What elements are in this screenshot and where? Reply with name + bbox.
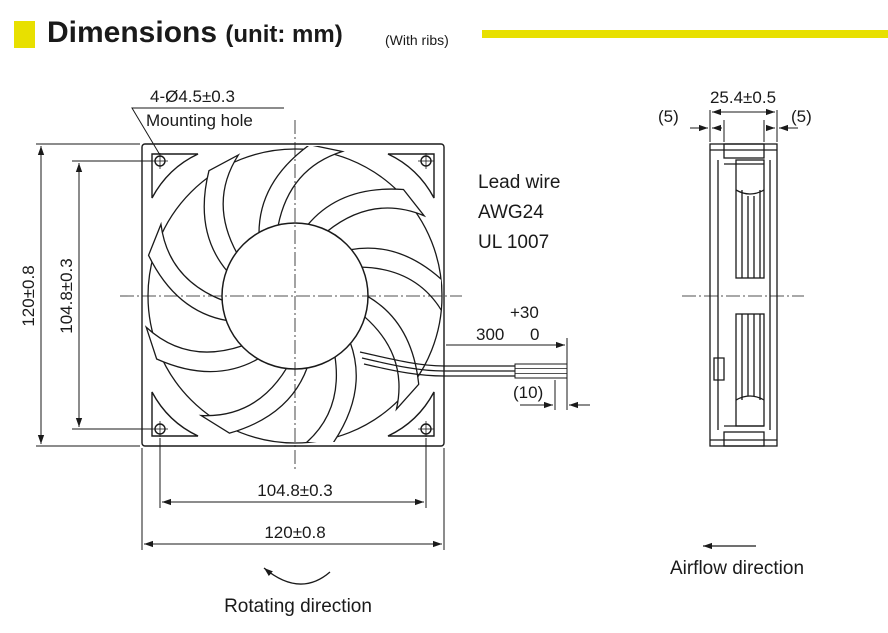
side-rib-upper	[735, 159, 765, 279]
fan-blade	[306, 188, 427, 233]
corner-pocket-tl	[151, 153, 199, 199]
hole-pitch-vertical-label: 104.8±0.3	[57, 258, 76, 334]
fan-blade	[363, 294, 420, 412]
lead-wire-line2: AWG24	[478, 202, 544, 223]
fan-blade	[258, 146, 345, 235]
fan-blade	[349, 247, 441, 312]
rotation-arrow-icon	[263, 567, 331, 585]
horizontal-dimensions	[141, 438, 445, 550]
mounting-hole-spec: 4-Ø4.5±0.3	[150, 87, 235, 106]
rib-right-label: (5)	[791, 107, 812, 126]
wire-tolerance-plus: +30	[510, 303, 539, 322]
airflow-label: Airflow direction	[670, 558, 804, 579]
fan-blade	[306, 341, 357, 442]
page-title: Dimensions (unit: mm)	[47, 16, 343, 50]
title-note: (With ribs)	[385, 32, 449, 48]
side-frame-outline	[709, 143, 778, 447]
wire-tolerance-minus: 0	[530, 325, 539, 344]
title-accent-rule	[482, 30, 888, 38]
fan-blade	[203, 153, 241, 273]
side-view	[682, 143, 804, 447]
depth-label: 25.4±0.5	[710, 88, 776, 107]
lead-wire-bundle	[359, 351, 568, 379]
title-text: Dimensions	[47, 16, 218, 49]
overall-height-label: 120±0.8	[19, 265, 38, 326]
title-accent-square	[14, 21, 35, 48]
wire-length-label: 300	[476, 325, 504, 344]
overall-width-label: 120±0.8	[264, 523, 325, 542]
lead-wire-dimensions	[446, 338, 590, 410]
side-dimensions	[690, 108, 798, 142]
fan-blades	[145, 146, 441, 442]
front-view	[120, 120, 568, 470]
corner-pocket-bl	[151, 391, 199, 437]
fan-frame-outline	[141, 143, 445, 447]
mounting-hole-callout	[131, 107, 284, 156]
title-unit: (unit: mm)	[225, 21, 343, 48]
fan-blade	[145, 325, 261, 373]
mounting-hole-label: Mounting hole	[146, 111, 253, 130]
vertical-dimensions	[36, 143, 152, 447]
hole-pitch-horizontal-label: 104.8±0.3	[257, 481, 333, 500]
rib-left-label: (5)	[658, 107, 679, 126]
corner-pocket-br	[387, 391, 435, 437]
corner-pocket-tr	[387, 153, 435, 199]
rotation-label: Rotating direction	[224, 596, 372, 617]
side-rib-lower	[735, 313, 765, 427]
lead-wire-line3: UL 1007	[478, 232, 549, 253]
lead-wire-line1: Lead wire	[478, 172, 560, 193]
fan-blade	[198, 366, 309, 434]
title-bar: Dimensions (unit: mm) (With ribs)	[14, 14, 888, 54]
side-wire-exit	[713, 357, 725, 381]
fan-blade	[147, 221, 229, 322]
wire-strip-length-label: (10)	[513, 383, 543, 402]
